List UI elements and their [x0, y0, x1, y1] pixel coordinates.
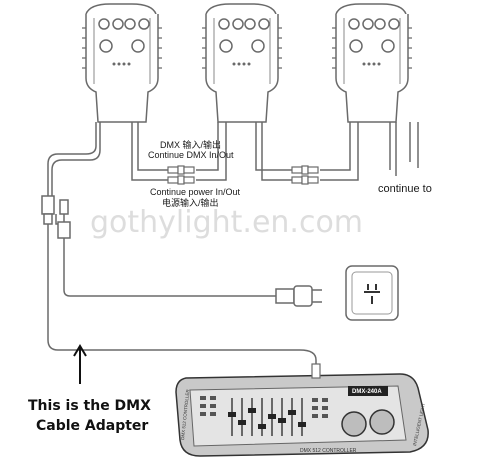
continue-to-label: continue to — [378, 183, 432, 195]
adapter-caption-line2: Cable Adapter — [36, 418, 148, 434]
controller-bottom-label: DMX 512 CONTROLLER — [300, 448, 357, 454]
power-coupler-1 — [167, 175, 195, 185]
dmx-controller: DMX-240A DMX 512 CONTROLLER INTELLIGENT … — [175, 363, 429, 457]
dmx-english-label: Continue DMX In/Out — [148, 150, 234, 160]
power-coupler-2 — [291, 175, 319, 185]
up-arrow-icon — [73, 344, 87, 384]
controller-model-label: DMX-240A — [352, 389, 382, 395]
dmx-coupler-1 — [167, 165, 195, 175]
dmx-chinese-label: DMX 输入/输出 — [160, 139, 221, 150]
dmx-coupler-2 — [291, 165, 319, 175]
power-plug — [275, 285, 322, 307]
dmx-cable-adapter — [41, 195, 71, 239]
par-light-fixture-3 — [331, 3, 413, 123]
wall-socket — [345, 265, 399, 321]
par-light-fixture-1 — [81, 3, 163, 123]
watermark: gothylight.en.com — [90, 205, 363, 240]
power-english-label: Continue power In/Out — [150, 187, 241, 197]
par-light-fixture-2 — [201, 3, 283, 123]
controller-side-label: DMX 512 CONTROLLER — [180, 388, 190, 440]
cable-bundle — [47, 122, 419, 372]
adapter-caption-line1: This is the DMX — [28, 398, 151, 414]
power-chinese-label: 电源输入/输出 — [162, 197, 219, 208]
